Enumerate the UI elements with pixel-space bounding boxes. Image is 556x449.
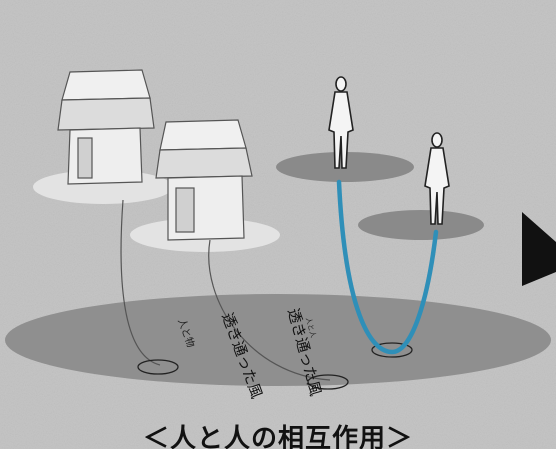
- diagram-caption: ＜人と人の相互作用＞: [0, 418, 556, 449]
- house-icon: [58, 70, 154, 184]
- house-icon: [156, 120, 252, 240]
- base-disc: [5, 294, 551, 386]
- person-disc-right: [358, 210, 484, 240]
